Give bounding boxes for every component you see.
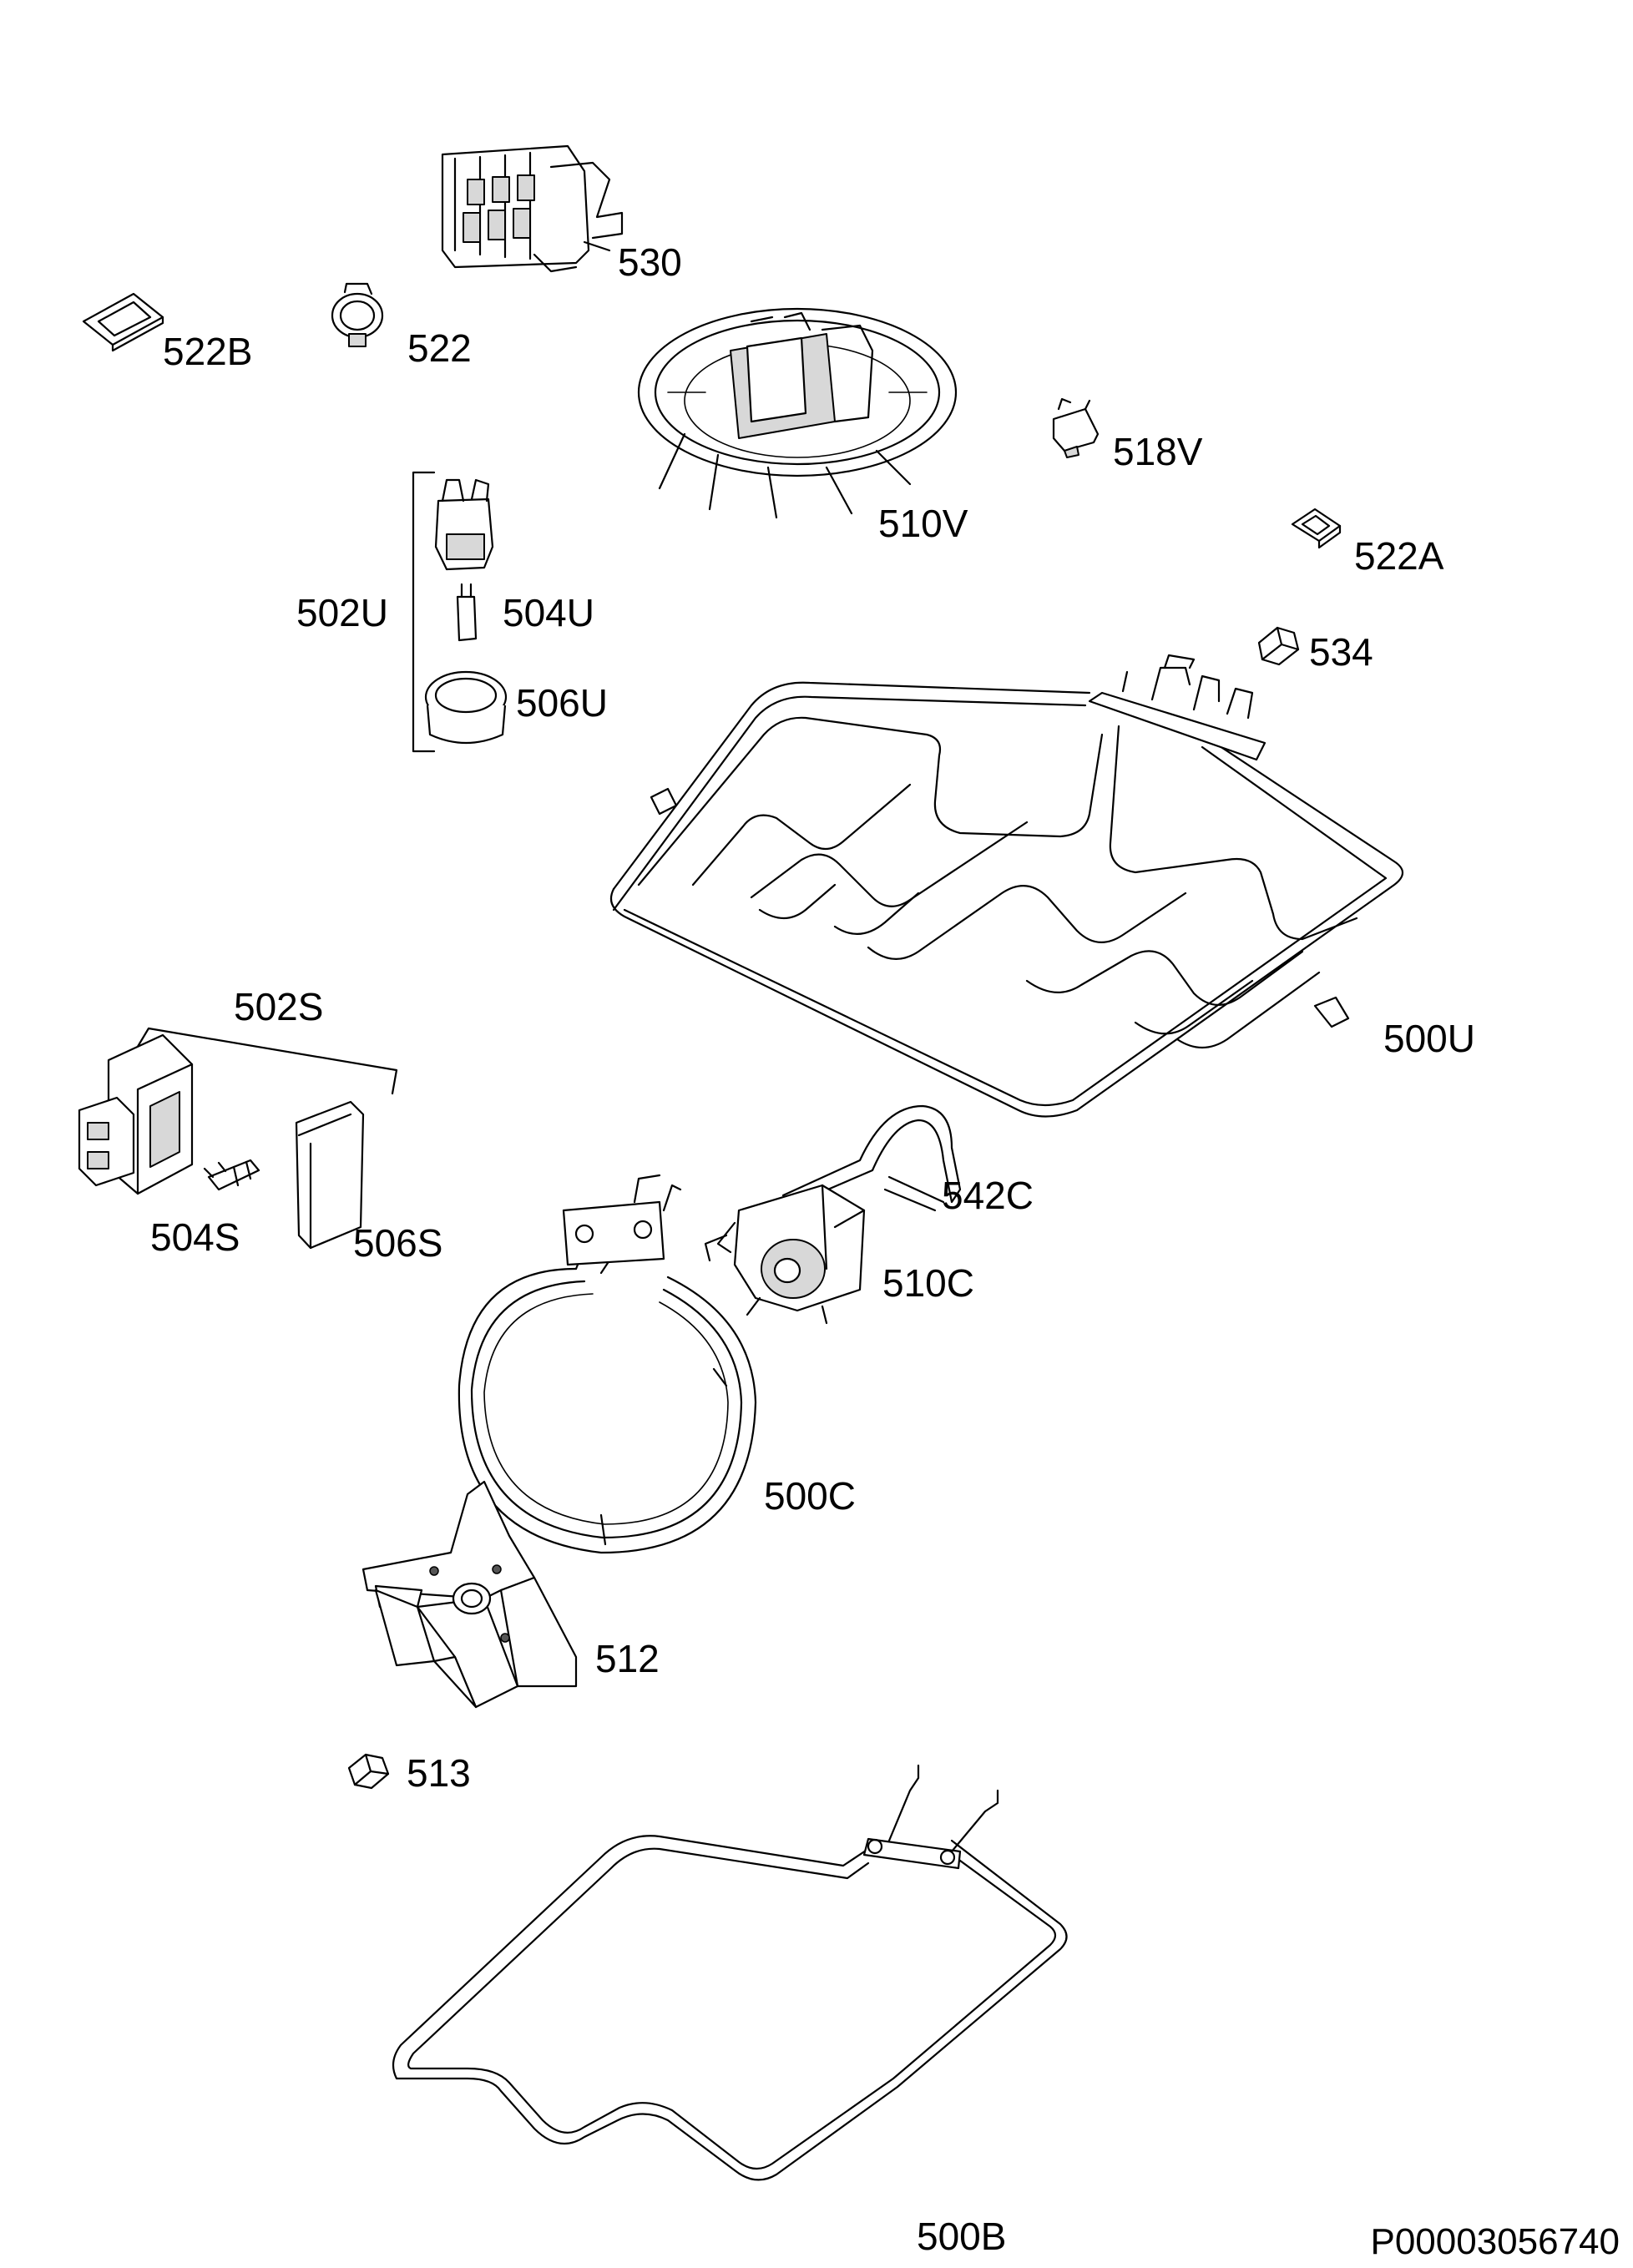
label-542C: 542C [942, 1174, 1034, 1217]
part-542C-spring-clip [781, 1104, 962, 1212]
label-510V: 510V [878, 502, 968, 545]
label-530: 530 [618, 240, 682, 284]
label-534: 534 [1309, 630, 1373, 674]
part-534-knob [1257, 626, 1300, 666]
label-513: 513 [407, 1751, 471, 1795]
label-506S: 506S [353, 1221, 442, 1265]
part-502U-lamp-group [412, 471, 508, 753]
part-530-terminal-block [441, 144, 624, 273]
part-500C-circular-element [458, 1174, 757, 1554]
label-510C: 510C [882, 1261, 974, 1305]
label-522B: 522B [163, 330, 252, 373]
part-510C-fan-motor [704, 1184, 866, 1325]
label-502S: 502S [234, 985, 323, 1028]
label-504S: 504S [150, 1215, 240, 1259]
drawing-code: P00003056740 [1370, 2221, 1620, 2262]
label-504U: 504U [503, 591, 594, 634]
part-512-fan-blade [361, 1480, 578, 1709]
label-522A: 522A [1354, 534, 1444, 578]
label-500C: 500C [764, 1474, 856, 1518]
part-labels: 530 522B 522 510V 518V 522A 534 502U 504… [150, 240, 1475, 2258]
part-500U-grill-element [609, 654, 1404, 1118]
label-512: 512 [595, 1637, 660, 1680]
part-502S-lamp-group [78, 1027, 398, 1250]
part-518V-clip [1052, 397, 1100, 458]
label-518V: 518V [1113, 430, 1203, 473]
label-522: 522 [407, 326, 472, 370]
part-510V-fan-motor [637, 307, 958, 519]
part-522-clip [331, 282, 384, 347]
part-522B-seal [82, 292, 164, 352]
label-500U: 500U [1383, 1017, 1475, 1060]
part-500B-bottom-element [392, 1764, 1068, 2181]
label-500B: 500B [917, 2215, 1006, 2258]
part-513-nut [347, 1753, 390, 1790]
label-506U: 506U [516, 681, 608, 725]
label-502U: 502U [296, 591, 388, 634]
part-522A-seal [1291, 508, 1342, 549]
